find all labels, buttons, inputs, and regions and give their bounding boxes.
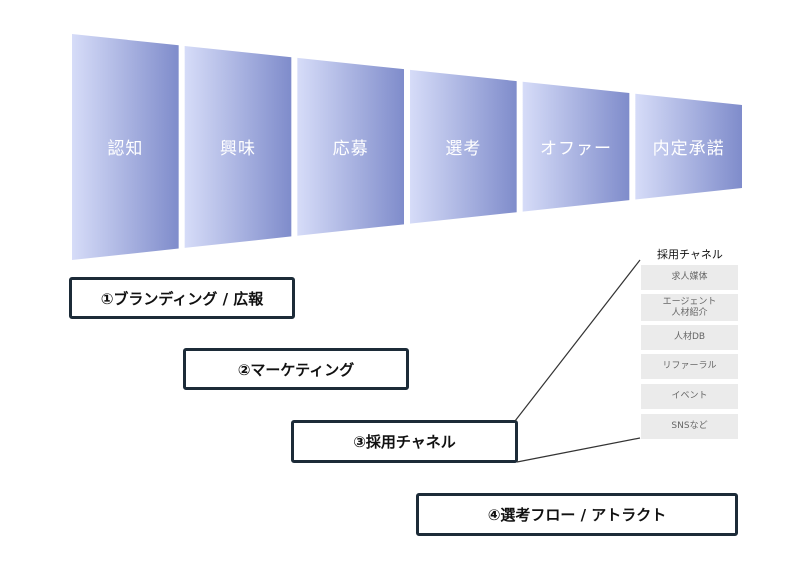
connector-line-top (514, 259, 641, 422)
channel-item: 求人媒体 (641, 265, 738, 290)
marketing-label: ②マーケティング (237, 360, 355, 379)
selection-flow-attract-box: ④選考フロー / アトラクト (416, 493, 738, 536)
channel-item-label: リファーラル (662, 361, 717, 371)
branding-pr-box: ①ブランディング / 広報 (69, 277, 295, 319)
channel-item: リファーラル (641, 354, 738, 379)
funnel-stage-label: 選考 (445, 138, 482, 159)
channel-item-label: 求人媒体 (671, 272, 708, 282)
channel-item-label: 人材紹介 (671, 307, 708, 318)
recruiting-channel-box: ③採用チャネル (291, 420, 518, 463)
channel-item: SNSなど (641, 414, 738, 439)
channel-panel-title: 採用チャネル (657, 248, 723, 261)
funnel-stage-label: オファー (539, 138, 612, 159)
channel-item: エージェント人材紹介 (641, 294, 738, 321)
funnel-stage (297, 57, 404, 236)
funnel-stage (410, 69, 517, 224)
funnel-stage (635, 93, 742, 200)
channel-item-label: SNSなど (671, 421, 708, 431)
funnel-stage-label: 応募 (332, 138, 369, 159)
channel-item: イベント (641, 384, 738, 409)
connector-line-bottom (516, 437, 641, 463)
channel-item: 人材DB (641, 325, 738, 350)
channel-item-label: エージェント (662, 296, 717, 307)
marketing-box: ②マーケティング (183, 348, 409, 390)
funnel-stage (184, 45, 292, 248)
funnel-stage-label: 興味 (219, 138, 256, 159)
branding-pr-label: ①ブランディング / 広報 (100, 289, 264, 308)
channel-item-label: イベント (671, 391, 708, 401)
funnel-stage (72, 34, 179, 260)
funnel-stage (522, 81, 630, 212)
channel-item-label: 人材DB (673, 332, 706, 342)
funnel-stage-label: 認知 (107, 138, 144, 159)
selection-flow-attract-label: ④選考フロー / アトラクト (487, 506, 667, 524)
recruiting-channel-label: ③採用チャネル (353, 433, 456, 451)
funnel-stage-label: 内定承諾 (652, 138, 725, 159)
